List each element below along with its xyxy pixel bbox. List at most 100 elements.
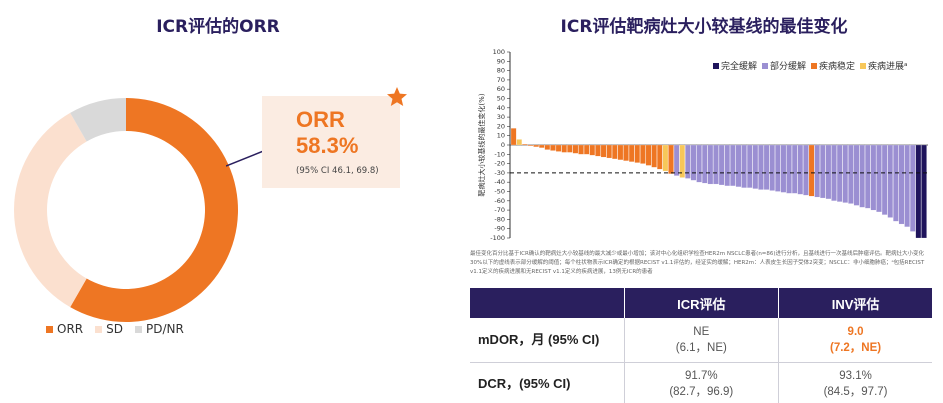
y-tick-label: -100 bbox=[490, 234, 505, 242]
waterfall-bar bbox=[595, 144, 601, 157]
waterfall-bar bbox=[803, 144, 809, 196]
cell-ci: (7.2，NE) bbox=[829, 341, 882, 354]
legend-item-orr: ORR bbox=[46, 322, 83, 336]
waterfall-bar bbox=[921, 144, 927, 239]
waterfall-bar bbox=[876, 144, 882, 213]
waterfall-bar bbox=[870, 144, 877, 211]
waterfall-bar bbox=[707, 144, 714, 185]
legend-swatch-pr bbox=[762, 62, 769, 69]
cell-value: NE bbox=[693, 325, 710, 338]
waterfall-bar bbox=[910, 144, 916, 232]
waterfall-bar bbox=[696, 144, 702, 183]
waterfall-bar bbox=[527, 144, 534, 147]
waterfall-bar bbox=[662, 144, 669, 172]
waterfall-bar bbox=[814, 144, 820, 198]
y-tick-label: 70 bbox=[497, 76, 505, 84]
waterfall-bar bbox=[730, 144, 736, 187]
orr-ci: (95% CI 46.1, 69.8) bbox=[296, 166, 379, 176]
waterfall-bar bbox=[808, 144, 815, 197]
waterfall-bar bbox=[651, 144, 657, 168]
star-icon bbox=[387, 87, 407, 106]
waterfall-bar bbox=[685, 144, 691, 179]
waterfall-bar bbox=[522, 143, 528, 146]
legend-label-progression: 疾病进展ᵃ bbox=[868, 62, 908, 72]
waterfall-bar bbox=[702, 144, 708, 184]
waterfall-bar bbox=[578, 144, 584, 155]
table-row: mDOR，月 (95% CI) NE(6.1，NE) 9.0(7.2，NE) bbox=[470, 318, 932, 363]
cell-ci: (6.1，NE) bbox=[675, 341, 727, 354]
waterfall-bar bbox=[657, 144, 663, 170]
waterfall-bar bbox=[825, 144, 832, 200]
waterfall-bar bbox=[617, 144, 624, 160]
waterfall-bar bbox=[758, 144, 764, 190]
waterfall-bar bbox=[561, 144, 567, 153]
legend-item-pdnr: PD/NR bbox=[134, 322, 184, 336]
y-tick-label: 40 bbox=[497, 104, 505, 112]
cell-value: 91.7% bbox=[684, 370, 718, 382]
table-header-inv: INV评估 bbox=[778, 288, 932, 318]
y-tick-label: -20 bbox=[494, 160, 505, 168]
waterfall-bar bbox=[842, 144, 848, 203]
donut-slice-pdnr bbox=[70, 98, 126, 142]
waterfall-bar bbox=[752, 144, 759, 189]
cell-mdor-icr: NE (6.1，NE) bbox=[624, 318, 780, 363]
waterfall-bar bbox=[887, 144, 893, 218]
waterfall-bar bbox=[713, 144, 719, 185]
legend-label-sd: SD bbox=[106, 322, 123, 336]
cell-dcr-inv: 93.1%(84.5，97.7) bbox=[778, 362, 932, 403]
y-tick-label: -30 bbox=[494, 169, 505, 177]
y-tick-label: 60 bbox=[497, 85, 505, 93]
cell-dcr-icr: 91.7% (82.7，96.9) bbox=[624, 362, 780, 403]
waterfall-bar bbox=[718, 144, 725, 186]
y-tick-label: -10 bbox=[494, 150, 505, 158]
legend-item-cr: 完全缓解 bbox=[713, 59, 757, 72]
waterfall-bar bbox=[735, 144, 742, 187]
legend-swatch-stable bbox=[811, 62, 818, 69]
cell-ci: (82.7，96.9) bbox=[669, 386, 734, 398]
table-header-row: ICR评估 INV评估 bbox=[470, 288, 932, 318]
waterfall-bar bbox=[679, 144, 685, 178]
waterfall-bar bbox=[572, 144, 579, 154]
waterfall-bar bbox=[859, 144, 865, 208]
legend-swatch-progression bbox=[860, 62, 867, 69]
waterfall-bar bbox=[533, 144, 539, 147]
y-tick-label: -70 bbox=[494, 206, 505, 214]
waterfall-chart-title: ICR评估靶病灶大小较基线的最佳变化 bbox=[560, 17, 848, 37]
waterfall-bar bbox=[763, 144, 770, 190]
legend-swatch-pdnr bbox=[134, 325, 142, 333]
orr-donut-chart bbox=[13, 98, 238, 322]
waterfall-bar bbox=[797, 144, 804, 195]
waterfall-bar bbox=[567, 144, 573, 153]
table-header-icr: ICR评估 bbox=[624, 288, 780, 318]
waterfall-bar bbox=[741, 144, 747, 188]
waterfall-bar bbox=[600, 144, 607, 158]
legend-label-cr: 完全缓解 bbox=[721, 62, 758, 72]
legend-label-pr: 部分缓解 bbox=[770, 62, 807, 72]
waterfall-chart: 1009080706050403020100-10-20-30-40-50-60… bbox=[477, 48, 928, 242]
y-tick-label: 80 bbox=[497, 67, 505, 75]
cell-value: 93.1% bbox=[839, 370, 872, 382]
waterfall-bar bbox=[786, 144, 792, 194]
donut-slice-orr bbox=[70, 98, 238, 322]
legend-swatch-cr bbox=[713, 62, 719, 69]
waterfall-bar bbox=[769, 144, 775, 191]
y-tick-label: -90 bbox=[494, 225, 505, 233]
y-tick-label: 30 bbox=[497, 113, 505, 121]
waterfall-bar bbox=[606, 144, 612, 159]
waterfall-legend: 完全缓解 部分缓解 疾病稳定 疾病进展ᵃ bbox=[713, 59, 908, 72]
waterfall-bar bbox=[544, 144, 551, 150]
waterfall-bar bbox=[820, 144, 826, 199]
waterfall-bar bbox=[628, 144, 635, 162]
waterfall-bar bbox=[724, 144, 730, 187]
waterfall-bar bbox=[550, 144, 556, 151]
waterfall-bar bbox=[865, 144, 871, 209]
waterfall-bar bbox=[775, 144, 781, 192]
y-tick-label: -60 bbox=[494, 197, 505, 205]
y-axis-label: 靶病灶大小较基线的最佳变化(%) bbox=[477, 93, 486, 196]
cell-value: 9.0 bbox=[847, 325, 864, 338]
orr-callout-box bbox=[262, 96, 400, 188]
table-row: DCR，(95% CI) 91.7%(82.7，96.9) 93.1%(84.5… bbox=[470, 362, 932, 403]
waterfall-bar bbox=[668, 144, 674, 174]
y-tick-label: 90 bbox=[497, 57, 505, 65]
footnote: 最佳变化百分比基于ICR确认的靶病灶大小较基线的最大减少或最小增加；该对中心化组… bbox=[470, 251, 925, 275]
